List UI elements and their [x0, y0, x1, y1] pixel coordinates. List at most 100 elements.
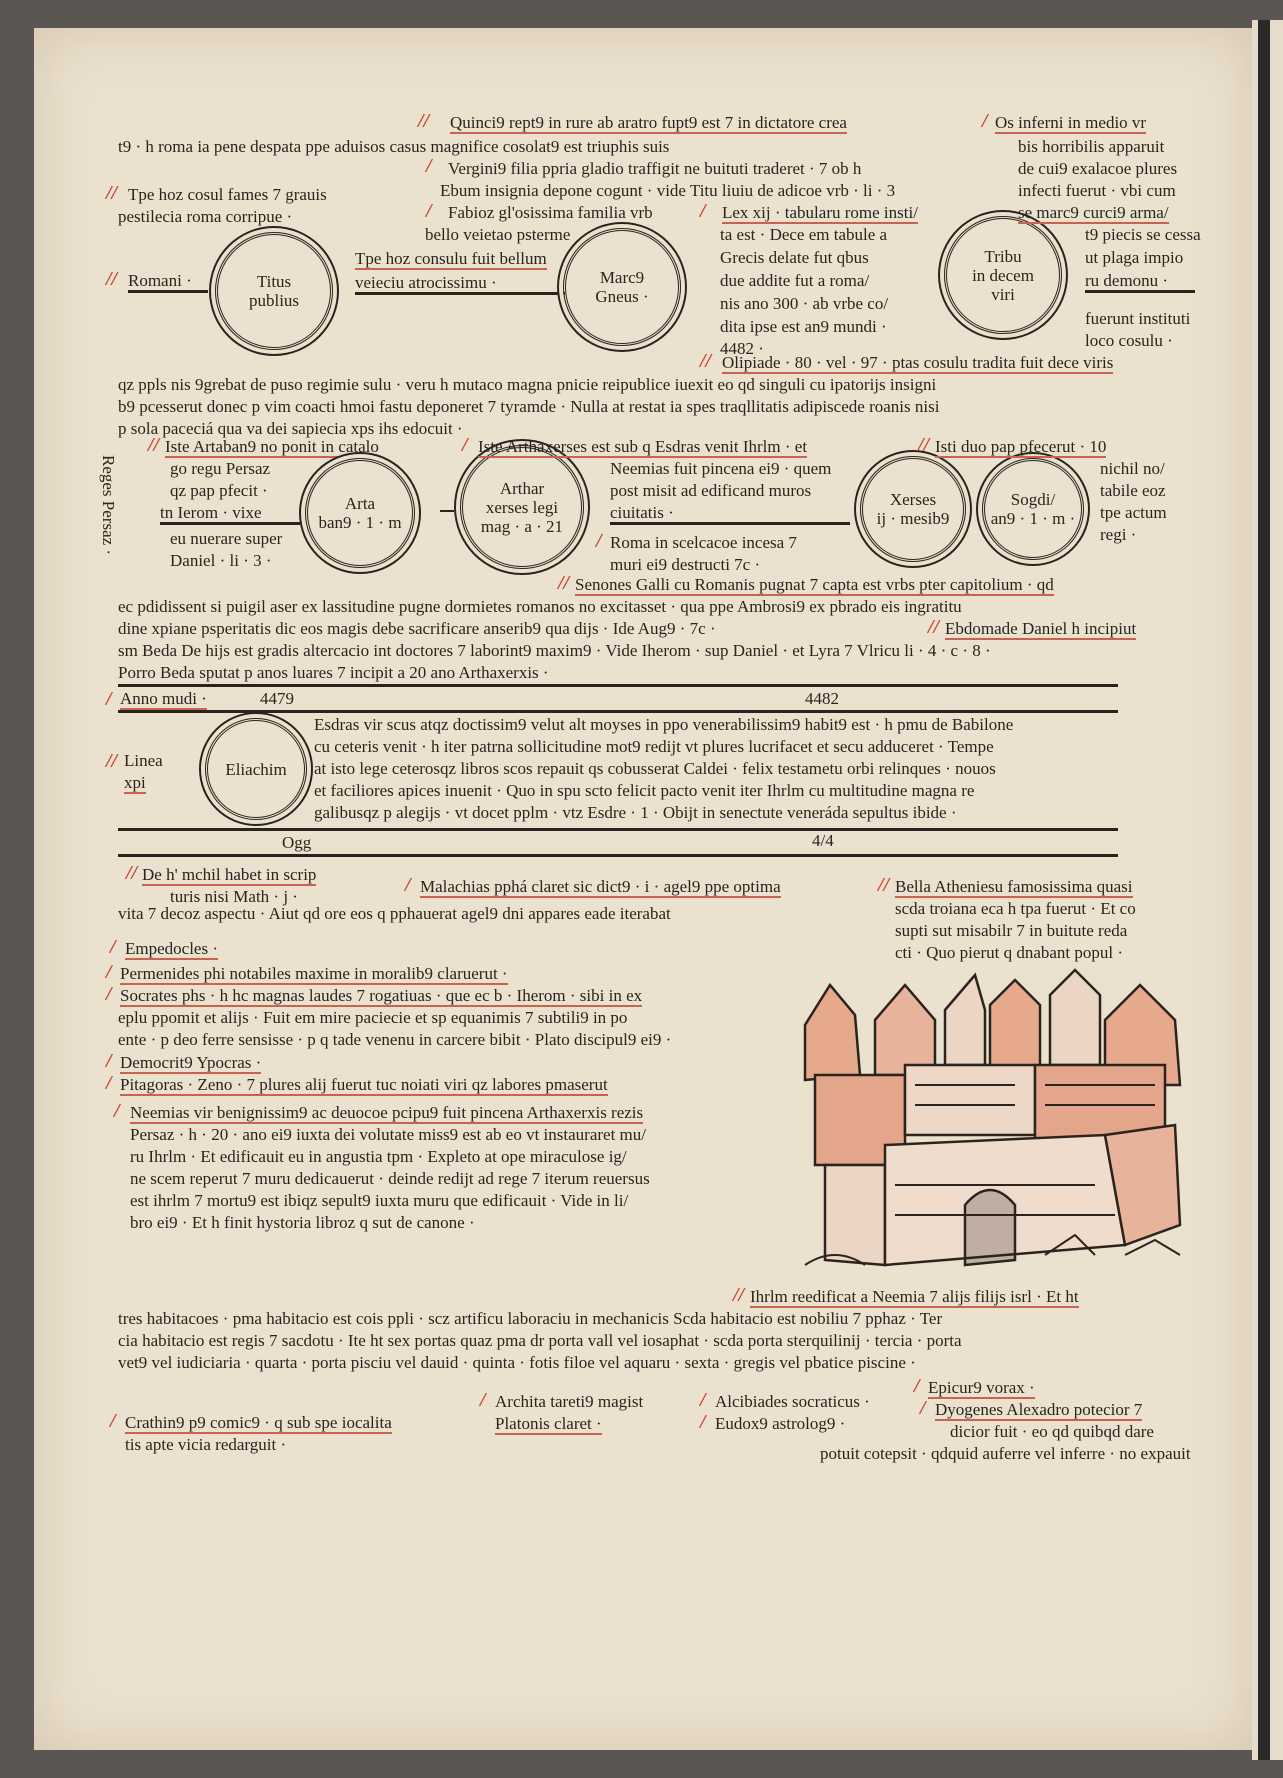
text-line: xpi — [124, 773, 146, 794]
text-line: est ihrlm 7 mortu9 est ibiqz sepult9 iux… — [130, 1191, 629, 1210]
text-line: t9 piecis se cessa — [1085, 225, 1201, 244]
medallion-label: ban9 · 1 · m — [318, 513, 402, 532]
text-line: Esdras vir scus atqz doctissim9 velut al… — [314, 715, 1014, 734]
genealogy-medallion-eliachim: Eliachim — [205, 718, 307, 820]
text-line: Socrates phs · h hc magnas laudes 7 roga… — [120, 986, 643, 1007]
text-line: qz ppls nis 9grebat de puso regimie sulu… — [118, 375, 937, 394]
genealogy-medallion-xerses: Xerses ij · mesib9 — [860, 456, 966, 562]
connector-dash — [440, 510, 454, 512]
text-line: ut plaga impio — [1085, 248, 1184, 267]
text-line: Bella Atheniesu famosissima quasi — [895, 877, 1133, 898]
anno-mundi-year: 4479 — [260, 689, 294, 708]
text-line: b9 pcesserut donec p vim coacti hmoi fas… — [118, 397, 940, 416]
rubric-mark: / — [106, 1072, 112, 1094]
text-line: Fabioz gl'osissima familia vrb — [448, 203, 653, 222]
rubric-mark: // — [148, 434, 160, 456]
text-line: cia habitacio est regis 7 sacdotu · Ite … — [118, 1331, 962, 1350]
text-line: loco cosulu · — [1085, 331, 1173, 350]
rubric-mark: / — [110, 1410, 116, 1432]
text-line: Senones Galli cu Romanis pugnat 7 capta … — [575, 575, 1054, 596]
text-line: Iste Artaban9 no ponit in catalo — [165, 437, 379, 458]
genealogy-medallion-decemviri: Tribu in decem viri — [944, 216, 1062, 334]
text-line: Daniel · li · 3 · — [170, 551, 272, 570]
text-line: ru demonu · — [1085, 272, 1195, 293]
text-line: Alcibiades socraticus · — [715, 1392, 870, 1411]
text-line: de cui9 exalacoe plures — [1018, 159, 1178, 178]
text-line: infecti fuerut · vbi cum — [1018, 181, 1176, 200]
medallion-label: ij · mesib9 — [876, 509, 950, 528]
rubric-mark: / — [114, 1100, 120, 1122]
rubric-mark: // — [558, 572, 570, 594]
divider-rule — [118, 710, 1118, 713]
rubric-mark: // — [878, 874, 890, 896]
divider-rule — [118, 828, 1118, 831]
text-line: Neemias fuit pincena ei9 · quem — [610, 459, 832, 478]
text-line: Tpe hoz cosul fames 7 grauis — [128, 185, 327, 204]
anno-mundi-year: 4482 — [805, 689, 839, 708]
text-line: dicior fuit · eo qd quibqd dare — [950, 1422, 1154, 1441]
text-line: turis nisi Math · j · — [170, 887, 298, 906]
text-line: potuit cotepsit · qdquid auferre vel inf… — [820, 1444, 1191, 1463]
text-line: Iste Arthaxerses est sub q Esdras venit … — [478, 437, 808, 458]
text-line: go regu Persaz — [170, 459, 271, 478]
text-line: tres habitacoes · pma habitacio est cois… — [118, 1309, 943, 1328]
text-line: fuerunt instituti — [1085, 309, 1191, 328]
text-line: ta est · Dece em tabule a — [720, 225, 888, 244]
text-line: ente · p deo ferre sensisse · p q tade v… — [118, 1030, 672, 1049]
text-line: Permenides phi notabiles maxime in moral… — [120, 964, 508, 985]
text-line: due addite fut a roma/ — [720, 271, 870, 290]
text-line: supti sut misabilr 7 in buitute reda — [895, 921, 1128, 940]
side-label-reges-persarum: Reges Persaz · — [99, 455, 118, 556]
text-line: eu nuerare super — [170, 529, 283, 548]
text-line: eplu ppomit et alijs · Fuit em mire paci… — [118, 1008, 628, 1027]
text-line: Crathin9 p9 comic9 · q sub spe iocalita — [125, 1413, 392, 1434]
text-line: Romani · — [128, 272, 208, 293]
text-line: vita 7 decoz aspectu · Aiut qd ore eos q… — [118, 904, 671, 923]
medallion-label: Sogdi/ — [1010, 490, 1056, 509]
text-line: Dyogenes Alexadro potecior 7 — [935, 1400, 1143, 1421]
medallion-label: Arthar — [499, 478, 545, 498]
text-line: Epicur9 vorax · — [928, 1378, 1035, 1399]
text-line: muri ei9 destructi 7c · — [610, 555, 761, 574]
text-line: t9 · h roma ia pene despata ppe aduisos … — [118, 137, 670, 156]
text-line: Ebdomade Daniel h incipiut — [945, 619, 1137, 640]
medallion-label: Gneus · — [595, 287, 649, 306]
rubric-mark: / — [106, 688, 112, 710]
rubric-mark: / — [920, 1397, 926, 1419]
rubric-mark: / — [106, 961, 112, 983]
medallion-label: xerses legi — [485, 497, 559, 517]
folio-mark: 4/4 — [812, 831, 834, 850]
rubric-mark: / — [405, 874, 411, 896]
text-line: bis horribilis apparuit — [1018, 137, 1165, 156]
genealogy-medallion-sogdianus: Sogdi/ an9 · 1 · m · — [982, 458, 1084, 560]
text-line: ru Ihrlm · Et edificauit eu in angustia … — [130, 1147, 627, 1166]
text-line: Tpe hoz consulu fuit bellum — [355, 249, 547, 270]
rubric-mark: // — [106, 268, 118, 290]
text-line: Platonis claret · — [495, 1414, 602, 1435]
genealogy-medallion-artabanus: Arta ban9 · 1 · m — [305, 458, 415, 568]
text-line: qz pap pfecit · — [170, 481, 268, 500]
rubric-mark: // — [928, 616, 940, 638]
woodcut-jerusalem-illustration — [803, 968, 1182, 1267]
rubric-mark: / — [700, 1389, 706, 1411]
medallion-label: Tribu — [984, 246, 1022, 266]
text-line: veieciu atrocissimu · — [355, 274, 565, 295]
rubric-mark: // — [418, 110, 430, 132]
binding-shadow — [1258, 20, 1270, 1760]
rubric-mark: / — [914, 1375, 920, 1397]
text-line: cu ceteris venit · h iter patrna sollici… — [314, 737, 994, 756]
rubric-mark: / — [426, 200, 432, 222]
text-line: Empedocles · — [125, 939, 218, 960]
text-line: ec pdidissent si puigil aser ex lassitud… — [118, 597, 962, 616]
text-line: Roma in scelcacoe incesa 7 — [610, 533, 797, 552]
text-line: cti · Quo pierut q dnabant popul · — [895, 943, 1124, 962]
rubric-mark: / — [106, 1050, 112, 1072]
text-line: scda troiana eca h tpa fuerut · Et co — [895, 899, 1136, 918]
medallion-label: mag · a · 21 — [480, 516, 564, 536]
text-line: nichil no/ — [1100, 459, 1165, 478]
text-line: Archita tareti9 magist — [495, 1392, 644, 1411]
text-line: galibusqz p alegijs · vt docet pplm · vt… — [314, 803, 957, 822]
text-line: ne scem reperut 7 muru dedicauerut · dei… — [130, 1169, 650, 1188]
text-line: Isti duo pap pfecerut · 10 — [935, 437, 1107, 458]
text-line: dita ipse est an9 mundi · — [720, 317, 887, 336]
